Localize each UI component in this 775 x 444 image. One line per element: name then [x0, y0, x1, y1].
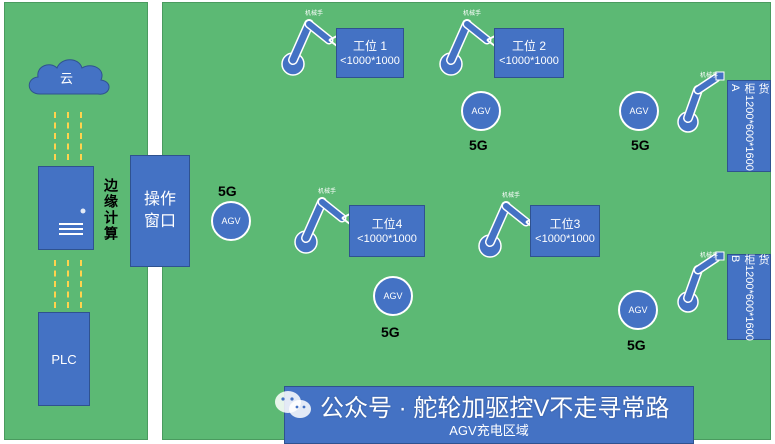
agv-3: AGV: [211, 201, 251, 241]
operation-window: 操作窗口: [130, 155, 190, 267]
agv-charging-area: AGV充电区域: [284, 386, 694, 444]
station-2-name: 工位 2: [511, 38, 546, 53]
network-label-4: 5G: [381, 324, 400, 340]
agv-2: AGV: [619, 91, 659, 131]
robot-arm-4: [292, 190, 356, 256]
robot-arm-2: [437, 12, 501, 78]
station-4-name: 工位4: [371, 216, 403, 231]
station-1: 工位 1 <1000*1000: [336, 28, 404, 78]
robot-arm-shelf-b: [676, 252, 728, 314]
network-label-2: 5G: [631, 137, 650, 153]
agv-4: AGV: [373, 276, 413, 316]
station-2-size: <1000*1000: [499, 54, 559, 67]
cloud-icon: [28, 59, 110, 95]
plc-box: PLC: [38, 312, 90, 406]
robot-arm-1: [279, 12, 343, 78]
shelf-a-name: 货柜 A: [729, 82, 769, 94]
edge-computing-label: 边缘计算: [103, 178, 119, 242]
station-4: 工位4 <1000*1000: [349, 205, 425, 257]
wechat-icon: [275, 391, 311, 418]
plc-link-1: [54, 260, 56, 308]
agv-1: AGV: [461, 91, 501, 131]
shelf-a-size: 1200*600*1600: [743, 95, 755, 171]
cloud-link-3: [80, 112, 82, 160]
server-icon: [59, 208, 86, 235]
operation-window-label: 操作窗口: [143, 191, 176, 230]
station-3: 工位3 <1000*1000: [530, 205, 600, 257]
robot-label-4: 机械手: [318, 189, 337, 195]
station-3-name: 工位3: [549, 216, 581, 231]
shelf-b-size: 1200*600*1600: [743, 264, 755, 341]
edge-server: [38, 166, 94, 250]
robot-label-1: 机械手: [305, 11, 324, 17]
robot-label-shelf-a: 机械手: [700, 73, 719, 79]
shelf-a: 货柜 A 1200*600*1600: [727, 80, 771, 172]
station-4-size: <1000*1000: [357, 232, 417, 245]
network-label-5: 5G: [627, 337, 646, 353]
workshop-zone: [162, 2, 771, 440]
plc-link-2: [67, 260, 69, 308]
robot-label-3: 机械手: [502, 193, 521, 199]
network-label-3: 5G: [218, 183, 237, 199]
watermark-text: 公众号 · 舵轮加驱控V不走寻常路: [320, 395, 670, 422]
cloud-link-1: [54, 112, 56, 160]
agv-5: AGV: [618, 290, 658, 330]
station-1-size: <1000*1000: [340, 54, 400, 67]
plc-label: PLC: [51, 351, 77, 367]
robot-label-2: 机械手: [463, 11, 482, 17]
cloud-label: 云: [60, 71, 74, 86]
robot-arm-shelf-a: [676, 72, 728, 134]
station-2: 工位 2 <1000*1000: [494, 28, 564, 78]
network-label-1: 5G: [469, 137, 488, 153]
shelf-b-name: 货柜 B: [729, 253, 769, 265]
station-3-size: <1000*1000: [535, 232, 595, 245]
shelf-b: 货柜 B 1200*600*1600: [727, 254, 771, 340]
agv-charging-area-label: AGV充电区域: [449, 423, 529, 438]
robot-label-shelf-b: 机械手: [700, 253, 719, 259]
cloud-link-2: [67, 112, 69, 160]
station-1-name: 工位 1: [352, 38, 387, 53]
plc-link-3: [80, 260, 82, 308]
